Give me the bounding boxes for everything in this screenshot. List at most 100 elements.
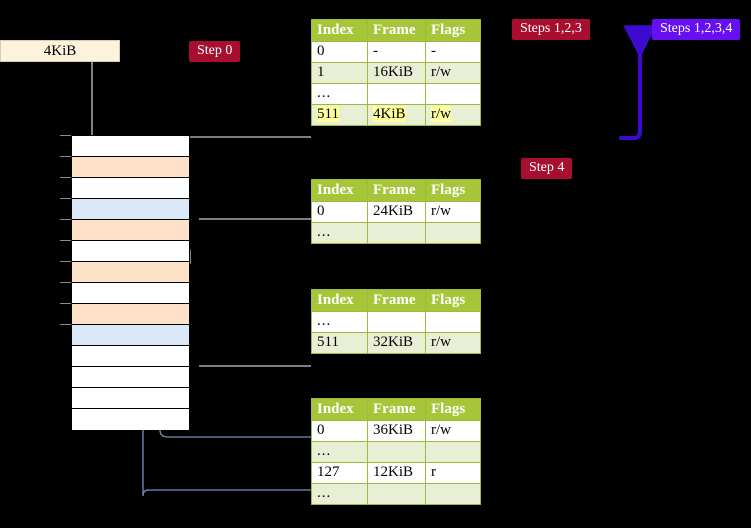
table-cell: -	[425, 41, 481, 63]
table-cell: r/w	[425, 420, 481, 442]
memory-frame-row	[72, 304, 189, 325]
memory-tick-mark	[60, 177, 71, 178]
table-row: ...	[311, 441, 481, 463]
table-cell	[367, 441, 426, 463]
column-header-index: Index	[311, 19, 368, 42]
memory-tick-mark	[60, 198, 71, 199]
cell-text: r/w	[431, 106, 451, 122]
cell-text: r	[431, 464, 436, 480]
cell-text: 12KiB	[373, 464, 414, 480]
cell-text: -	[373, 43, 378, 59]
table-cell: 1	[311, 62, 368, 84]
cell-text: r/w	[431, 203, 451, 219]
table-cell: 0	[311, 41, 368, 63]
table-cell	[425, 222, 481, 244]
cell-text: 4KiB	[373, 106, 406, 122]
cell-text: 0	[317, 422, 325, 438]
memory-tick-mark	[60, 303, 71, 304]
table-cell: -	[367, 41, 426, 63]
table-cell: 16KiB	[367, 62, 426, 84]
memory-frame-row	[72, 241, 189, 262]
table-cell: ...	[311, 222, 368, 244]
table-row: ...	[311, 311, 481, 333]
cell-text: 1	[317, 64, 325, 80]
cell-text: 32KiB	[373, 334, 414, 350]
table-row: 511 4KiB r/w	[311, 104, 481, 126]
memory-tick-mark	[60, 135, 71, 136]
column-header-index: Index	[311, 289, 368, 312]
virtual-address-label: 4KiB	[43, 43, 77, 59]
memory-frame-row	[72, 283, 189, 304]
table-cell	[367, 83, 426, 105]
table-cell: r/w	[425, 62, 481, 84]
table-cell: r	[425, 462, 481, 484]
table-cell	[367, 222, 426, 244]
cell-text: 0	[317, 203, 325, 219]
table-cell	[425, 311, 481, 333]
table-row: 127 12KiB r	[311, 462, 481, 484]
table-cell: 32KiB	[367, 332, 426, 354]
column-header-index: Index	[311, 179, 368, 202]
memory-tick-mark	[60, 240, 71, 241]
table-cell	[367, 483, 426, 505]
table-row: 511 32KiB r/w	[311, 332, 481, 354]
memory-tick-mark	[60, 324, 71, 325]
table-row: ...	[311, 222, 481, 244]
step-label-steps123: Steps 1,2,3	[512, 19, 590, 40]
table-cell	[367, 311, 426, 333]
cell-text: 127	[317, 464, 340, 480]
table-cell	[425, 483, 481, 505]
table-cell: 511	[311, 332, 368, 354]
column-header-flags: Flags	[425, 289, 481, 312]
table-cell: 0	[311, 201, 368, 223]
column-header-frame: Frame	[367, 19, 426, 42]
table-cell	[425, 441, 481, 463]
table-cell: r/w	[425, 104, 481, 126]
cell-text: r/w	[431, 334, 451, 350]
cell-text: 0	[317, 43, 325, 59]
memory-frame-row	[72, 325, 189, 346]
table-row: ...	[311, 83, 481, 105]
table-cell: ...	[311, 483, 368, 505]
cell-text: 511	[317, 106, 339, 122]
memory-tick-mark	[60, 261, 71, 262]
memory-frame-row	[72, 178, 189, 199]
memory-frame-row	[72, 367, 189, 388]
memory-tick-mark	[60, 156, 71, 157]
table-cell: ...	[311, 83, 368, 105]
table-row: 0 - -	[311, 41, 481, 63]
column-header-frame: Frame	[367, 179, 426, 202]
cell-text: 24KiB	[373, 203, 414, 219]
ellipsis-text: ...	[317, 85, 332, 101]
table-cell: r/w	[425, 201, 481, 223]
cell-text: -	[431, 43, 436, 59]
ellipsis-text: ...	[317, 485, 332, 501]
ellipsis-text: ...	[317, 443, 332, 459]
column-header-flags: Flags	[425, 179, 481, 202]
table-cell: 127	[311, 462, 368, 484]
memory-frame-row	[72, 199, 189, 220]
column-header-frame: Frame	[367, 398, 426, 421]
column-header-flags: Flags	[425, 19, 481, 42]
table-cell: 12KiB	[367, 462, 426, 484]
table-cell: 0	[311, 420, 368, 442]
table-row: ...	[311, 483, 481, 505]
memory-frame-row	[72, 346, 189, 367]
table-cell: 24KiB	[367, 201, 426, 223]
table-row: 1 16KiB r/w	[311, 62, 481, 84]
physical-memory-column	[71, 135, 190, 430]
memory-frame-row	[72, 262, 189, 283]
memory-frame-row	[72, 220, 189, 241]
ellipsis-text: ...	[317, 224, 332, 240]
memory-tick-mark	[60, 282, 71, 283]
cell-text: r/w	[431, 64, 451, 80]
cell-text: 16KiB	[373, 64, 414, 80]
column-header-frame: Frame	[367, 289, 426, 312]
